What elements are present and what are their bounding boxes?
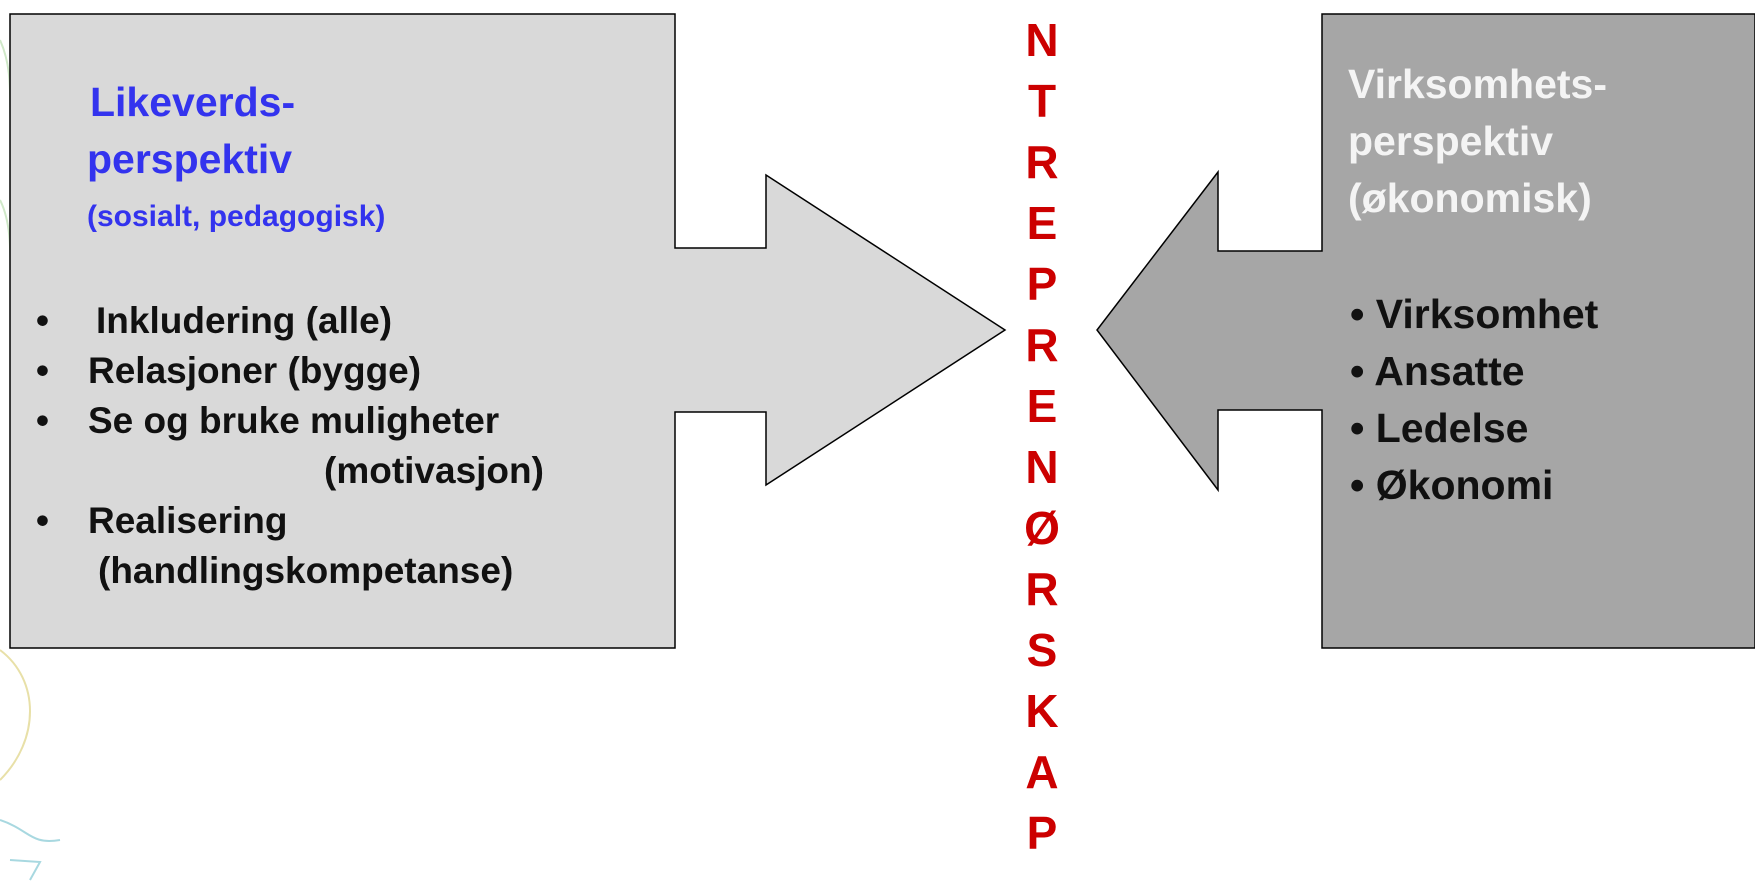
vertical-letter: S (1026, 624, 1058, 676)
right-bullet-list: • Virksomhet • Ansatte • Ledelse • Økono… (1350, 286, 1598, 514)
left-bullet-continuation: (handlingskompetanse) (88, 546, 544, 596)
left-bullet-item: • Se og bruke muligheter (36, 396, 544, 446)
left-bullet-text: Se og bruke muligheter (88, 400, 500, 441)
right-bullet-item: • Ledelse (1350, 400, 1598, 457)
bullet-icon: • (36, 350, 49, 391)
vertical-letter: T (1027, 75, 1057, 127)
left-bullet-list: • Inkludering (alle) • Relasjoner (bygge… (36, 296, 544, 596)
vertical-letter: P (1026, 258, 1058, 310)
right-bullet-text: Virksomhet (1375, 291, 1599, 337)
right-bullet-item: • Ansatte (1350, 343, 1598, 400)
vertical-letter: Ø (1024, 502, 1060, 554)
vertical-letter: N (1025, 441, 1059, 493)
vertical-letter: P (1026, 807, 1058, 859)
vertical-letter: E (1026, 197, 1058, 249)
left-arrow-shape (9, 13, 1007, 649)
bullet-icon: • (1350, 405, 1365, 451)
vertical-letter: R (1025, 563, 1059, 615)
right-bullet-item: • Økonomi (1350, 457, 1598, 514)
left-bullet-text: (handlingskompetanse) (98, 550, 514, 591)
bullet-icon: • (1350, 291, 1365, 337)
left-bullet-continuation: (motivasjon) (88, 446, 544, 496)
right-title-line1: Virksomhets- (1348, 61, 1608, 107)
vertical-letter: R (1025, 136, 1059, 188)
bullet-icon: • (36, 300, 49, 341)
left-bullet-item: • Relasjoner (bygge) (36, 346, 544, 396)
vertical-letter: N (1025, 14, 1059, 66)
left-title-line2: perspektiv (87, 136, 293, 182)
left-bullet-item: • Inkludering (alle) (36, 296, 544, 346)
right-bullet-item: • Virksomhet (1350, 286, 1598, 343)
bullet-icon: • (1350, 348, 1365, 394)
left-bullet-text: Relasjoner (bygge) (88, 350, 422, 391)
left-bullet-text: Realisering (88, 500, 288, 541)
vertical-letter: A (1025, 746, 1059, 798)
right-title-line3: (økonomisk) (1348, 175, 1592, 221)
vertical-letter: E (1026, 380, 1058, 432)
right-title-line2: perspektiv (1348, 118, 1554, 164)
bullet-icon: • (36, 500, 49, 541)
left-subtitle: (sosialt, pedagogisk) (87, 200, 386, 233)
bullet-icon: • (36, 400, 49, 441)
left-bullet-text: (motivasjon) (324, 450, 544, 491)
right-bullet-text: Ledelse (1375, 405, 1529, 451)
right-bullet-text: Ansatte (1374, 348, 1525, 394)
right-arrow-shape (1096, 13, 1755, 649)
vertical-letter: K (1025, 685, 1059, 737)
vertical-letter: R (1025, 319, 1059, 371)
left-bullet-text: Inkludering (alle) (96, 300, 393, 341)
right-bullet-text: Økonomi (1375, 462, 1554, 508)
left-title-line1: Likeverds- (90, 79, 296, 125)
vertical-word-entreprenorskap: N T R E P R E N Ø R S K A P (1018, 10, 1066, 864)
bullet-icon: • (1350, 462, 1365, 508)
left-bullet-item: • Realisering (36, 496, 544, 546)
